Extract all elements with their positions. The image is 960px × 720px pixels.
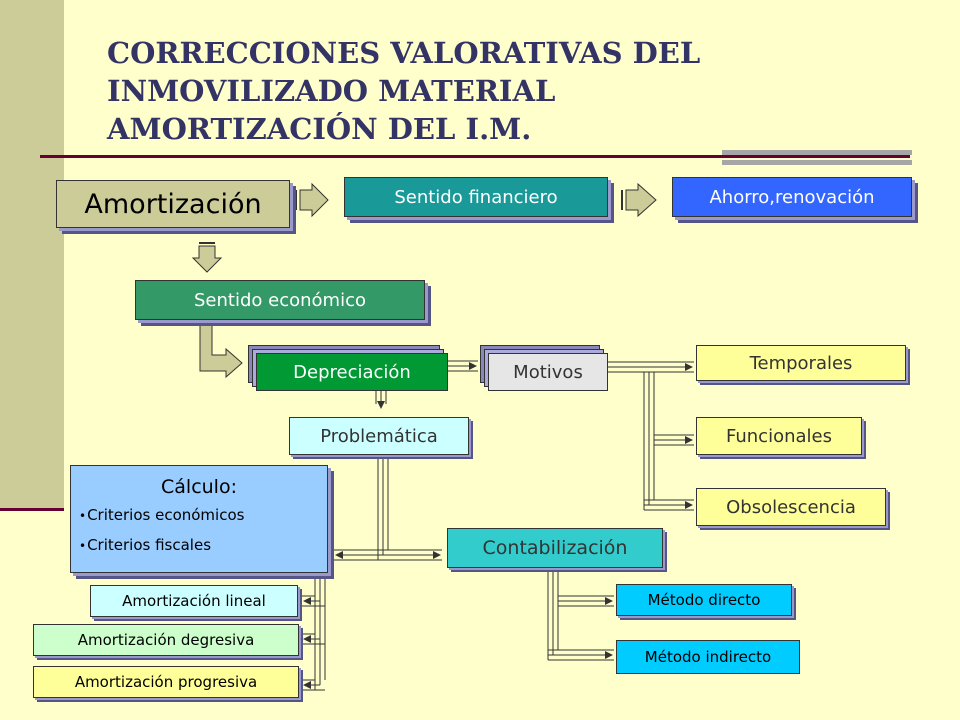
connector-calculo-branch: [302, 575, 326, 691]
box-metodo-directo: Método directo: [616, 584, 792, 616]
decor-bar-top: [722, 150, 912, 155]
page-title: CORRECCIONES VALORATIVAS DEL INMOVILIZAD…: [107, 34, 867, 148]
box-funcionales: Funcionales: [696, 417, 862, 455]
calculo-list: •Criterios económicos •Criterios fiscale…: [79, 506, 327, 554]
block-arrow-right-1: [295, 182, 329, 218]
block-arrow-down: [191, 242, 223, 273]
box-amortizacion-degresiva: Amortización degresiva: [33, 624, 299, 656]
title-line-1: CORRECCIONES VALORATIVAS DEL: [107, 36, 701, 70]
box-temporales: Temporales: [696, 345, 906, 381]
box-amortizacion: Amortización: [56, 180, 290, 228]
calculo-item-fiscales: Criterios fiscales: [87, 536, 212, 554]
box-obsolescencia: Obsolescencia: [696, 488, 886, 526]
box-sentido-economico: Sentido económico: [135, 280, 425, 320]
decor-bar-bottom: [722, 160, 912, 165]
title-line-3: AMORTIZACIÓN DEL I.M.: [107, 112, 532, 146]
sidebar-strip: [0, 0, 64, 510]
list-item: •Criterios fiscales: [79, 536, 212, 554]
box-amortizacion-progresiva: Amortización progresiva: [33, 666, 299, 698]
connector-motivos-branch: [608, 361, 694, 511]
title-line-2: INMOVILIZADO MATERIAL: [107, 74, 556, 108]
box-depreciacion: Depreciación: [256, 353, 448, 391]
box-problematica: Problemática: [289, 417, 469, 455]
connector-depreciacion-problematica: [375, 390, 387, 409]
connector-contabilizacion-branch: [547, 570, 614, 661]
box-ahorro-renovacion: Ahorro,renovación: [672, 177, 912, 217]
calculo-item-economicos: Criterios económicos: [87, 506, 245, 524]
box-contabilizacion: Contabilización: [447, 528, 663, 568]
connector-depreciacion-motivos: [448, 360, 478, 372]
list-item: •Criterios económicos: [79, 506, 245, 524]
title-divider: [40, 155, 910, 158]
box-motivos: Motivos: [488, 353, 608, 391]
box-amortizacion-lineal: Amortización lineal: [90, 585, 298, 617]
block-arrow-right-2: [621, 182, 657, 218]
sidebar-underline: [0, 508, 64, 511]
calculo-title: Cálculo:: [161, 476, 237, 498]
box-sentido-financiero: Sentido financiero: [344, 177, 608, 217]
connector-problematica-branch: [334, 458, 442, 561]
box-metodo-indirecto: Método indirecto: [616, 640, 800, 674]
box-calculo: Cálculo: •Criterios económicos •Criterio…: [70, 465, 328, 573]
bent-arrow: [199, 324, 243, 379]
